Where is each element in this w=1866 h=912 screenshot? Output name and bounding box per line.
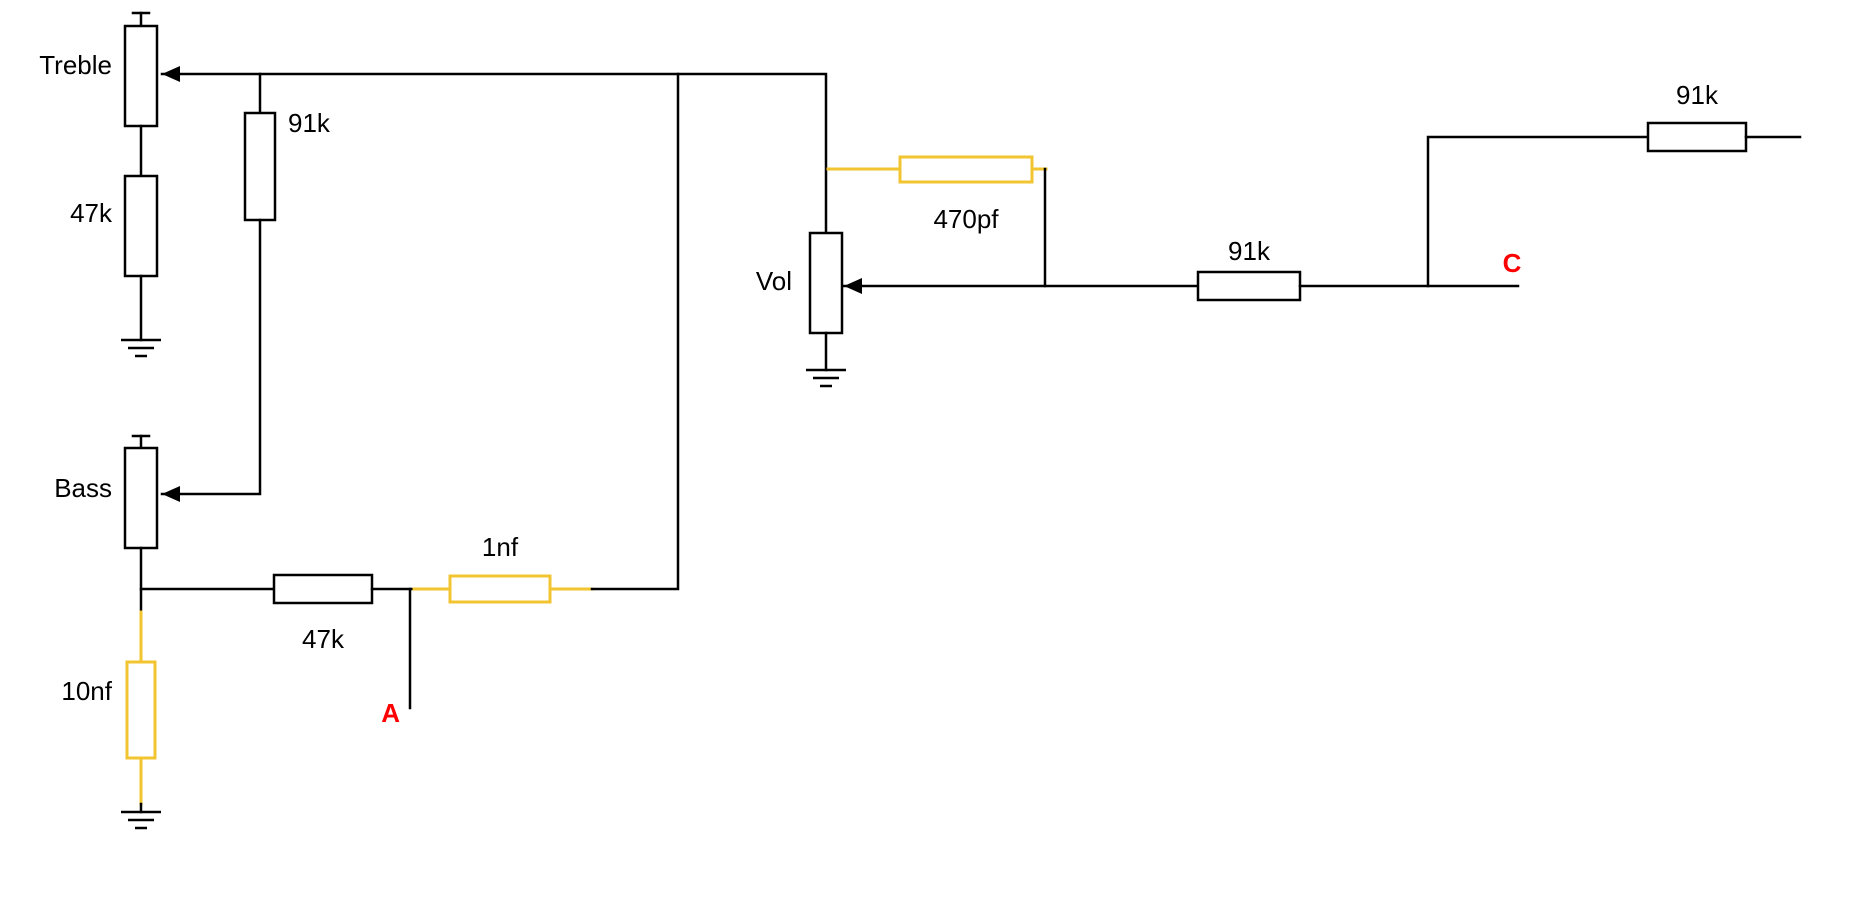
bass-pot-body: [123, 446, 159, 550]
resistor-47k-treble: 47k: [70, 124, 159, 342]
vol-pot-body: [808, 231, 844, 335]
capacitor-1nf-label: 1nf: [482, 532, 519, 562]
capacitor-body: [898, 155, 1034, 184]
capacitor-10nf-label: 10nf: [61, 676, 112, 706]
capacitor-10nf: 10nf: [61, 610, 157, 814]
resistor-91k-left-label: 91k: [288, 108, 331, 138]
resistor-91k-mid-label: 91k: [1228, 236, 1271, 266]
capacitor-470pf-label: 470pf: [933, 204, 999, 234]
resistor-body: [243, 111, 277, 222]
treble-pot-label: Treble: [39, 50, 112, 80]
wire-1nf-riser: [590, 72, 680, 591]
resistor-91k-mid: 91k: [842, 236, 1520, 302]
resistor-body: [1646, 121, 1748, 153]
wire-segment: [160, 72, 828, 235]
resistor-body: [272, 573, 374, 605]
resistor-91k-top: 91k: [1426, 80, 1802, 288]
node-a-label: A: [381, 698, 400, 728]
node-c: C: [1503, 248, 1522, 278]
ground-icon: [121, 810, 161, 830]
bass-wiper-arrow-icon: [162, 486, 180, 502]
bass-potentiometer: Bass: [54, 434, 159, 614]
treble-pot-body: [123, 24, 159, 128]
resistor-body: [1196, 270, 1302, 302]
resistor-91k-top-label: 91k: [1676, 80, 1719, 110]
capacitor-1nf: 1nf: [412, 532, 594, 604]
capacitor-body: [125, 660, 157, 760]
resistor-47k-bass: 47k: [139, 573, 416, 654]
resistor-91k-left: 91k: [160, 72, 331, 502]
wire-top-right-riser: [1426, 135, 1650, 288]
capacitor-470pf: 470pf: [826, 155, 1048, 288]
treble-wiper-arrow-icon: [162, 66, 180, 82]
node-c-label: C: [1503, 248, 1522, 278]
wire-top-bus: [160, 66, 828, 235]
vol-potentiometer: Vol: [756, 231, 862, 372]
resistor-47k-treble-label: 47k: [70, 198, 113, 228]
capacitor-body: [448, 574, 552, 604]
ground-icon: [806, 368, 846, 388]
treble-potentiometer: Treble: [39, 11, 159, 128]
wire-to-bass-wiper: [160, 218, 262, 496]
resistor-body: [123, 174, 159, 278]
vol-pot-label: Vol: [756, 266, 792, 296]
node-a: A: [381, 587, 412, 728]
resistor-47k-bass-label: 47k: [302, 624, 345, 654]
ground-icon: [121, 338, 161, 358]
bass-pot-label: Bass: [54, 473, 112, 503]
